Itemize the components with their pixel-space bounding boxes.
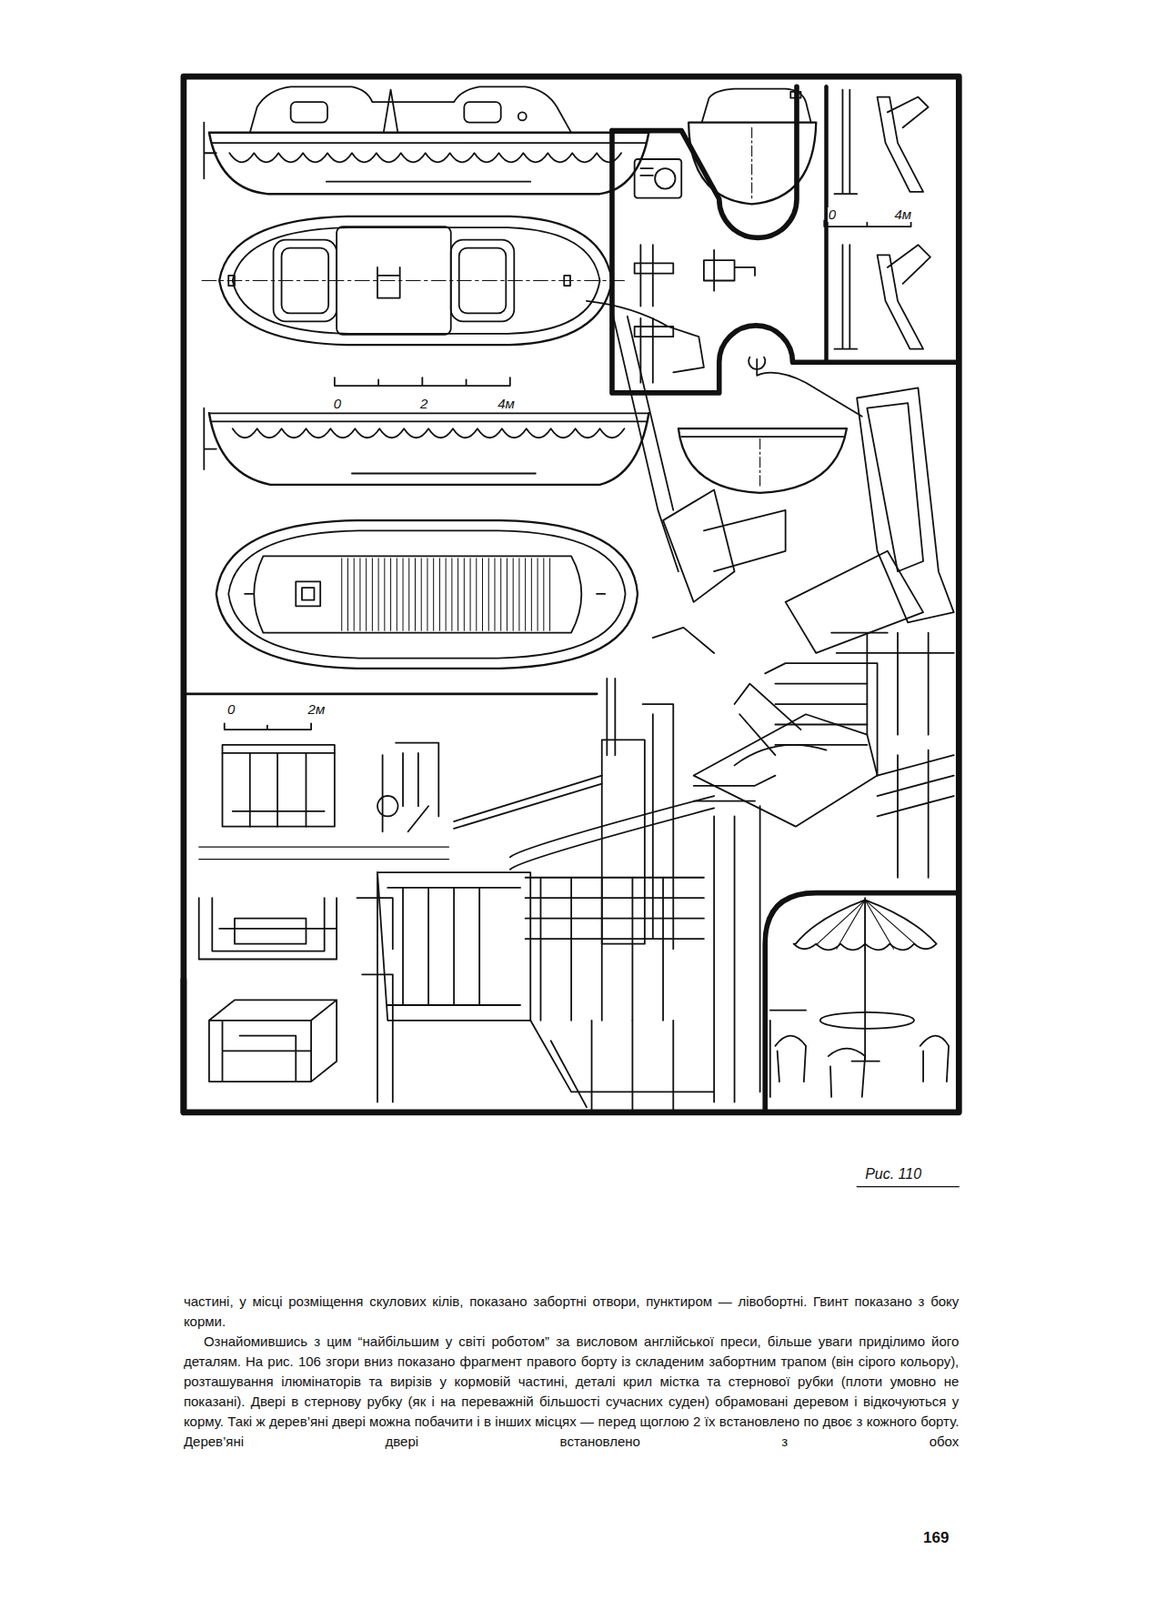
scale-label: 0 [827,207,837,222]
scale-label: 0 [332,396,342,412]
body-text: частині, у місці розміщення скулових кіл… [183,1291,959,1452]
body-paragraph: частині, у місці розміщення скулових кіл… [183,1291,959,1332]
figure-caption: Рис. 110 [864,1166,922,1183]
scale-label: 2м [307,702,327,717]
scale-label: 0 [226,702,236,717]
scale-label: 4м [894,207,914,222]
body-paragraph: Ознайомившись з цим “найбільшим у світі … [183,1331,959,1452]
scale-label: 2 [419,396,429,412]
page-number: 169 [923,1528,949,1547]
scale-label: 4м [496,396,516,412]
